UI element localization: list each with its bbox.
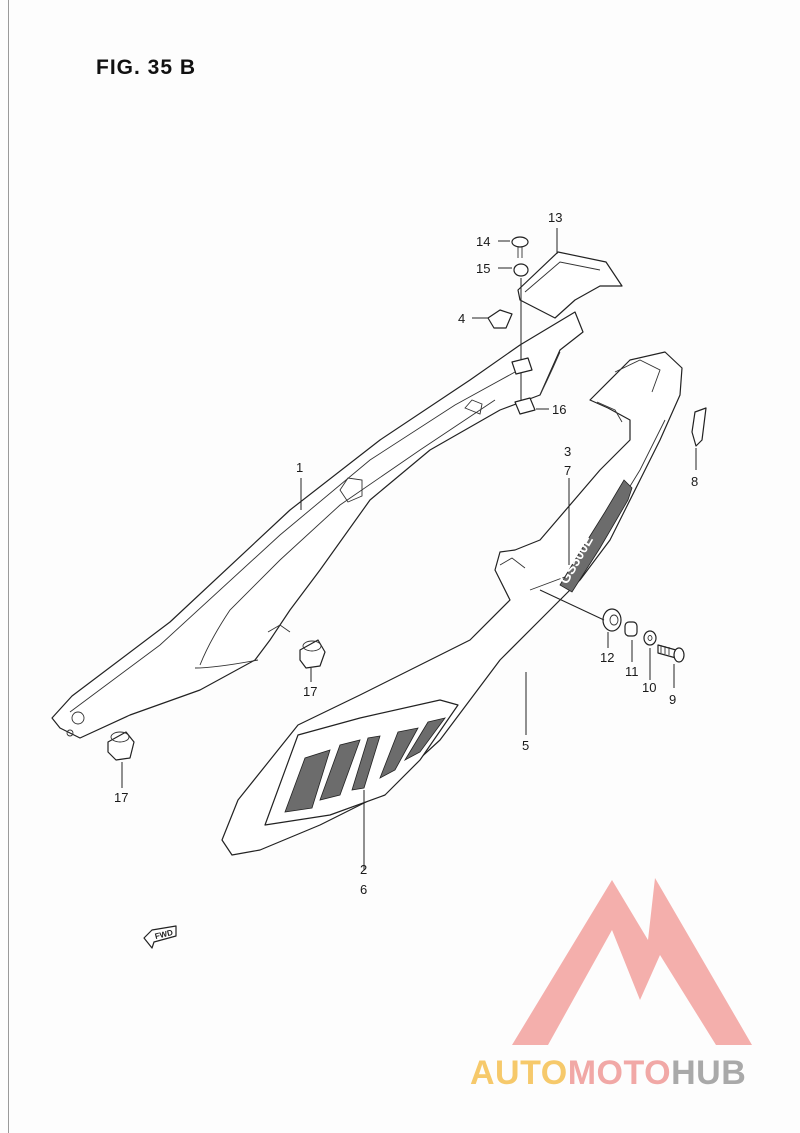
callout-10: 10 — [642, 680, 656, 695]
grommet-part-15 — [513, 263, 529, 410]
callout-5: 5 — [522, 738, 529, 753]
washer-part-10 — [643, 630, 657, 646]
callout-8: 8 — [691, 474, 698, 489]
bolt-part-9 — [657, 644, 685, 663]
callout-14: 14 — [476, 234, 490, 249]
screw-part-14 — [511, 236, 529, 258]
callout-2: 2 — [360, 862, 367, 877]
callout-17a: 17 — [303, 684, 317, 699]
callout-4: 4 — [458, 311, 465, 326]
callout-15: 15 — [476, 261, 490, 276]
watermark-part-auto: AUTO — [470, 1054, 568, 1092]
callout-labels: 1 2 6 3 7 4 5 8 9 10 11 12 13 14 15 16 1… — [114, 210, 698, 897]
bolt-axis-line — [539, 589, 605, 621]
callout-6: 6 — [360, 882, 367, 897]
clip-part-4 — [487, 309, 513, 329]
fwd-label: FWD — [154, 928, 174, 941]
fwd-arrow-icon: FWD — [143, 925, 177, 949]
watermark-part-moto: MOTO — [567, 1054, 672, 1092]
watermark-brand: AUTOMOTOHUB — [470, 1054, 746, 1093]
figure-title: FIG. 35 B — [96, 56, 197, 79]
page-edge-rule — [8, 0, 9, 1133]
clip-part-8 — [691, 407, 707, 447]
stripe-decal-part-2 — [264, 699, 459, 826]
callout-7: 7 — [564, 463, 571, 478]
nut-part-16 — [511, 357, 536, 415]
watermark-logo — [512, 878, 752, 1045]
frame-cover-part-1 — [51, 311, 584, 739]
leader-lines — [121, 228, 697, 870]
callout-1: 1 — [296, 460, 303, 475]
grommet-part-17b — [107, 731, 135, 761]
spacer-part-11 — [624, 621, 638, 637]
watermark-part-hub: HUB — [671, 1054, 747, 1092]
grommet-part-17a — [299, 639, 326, 669]
callout-16: 16 — [552, 402, 566, 417]
callout-3: 3 — [564, 444, 571, 459]
callout-12: 12 — [600, 650, 614, 665]
bracket-part-13 — [517, 251, 623, 319]
callout-13: 13 — [548, 210, 562, 225]
callout-11: 11 — [625, 664, 639, 679]
callout-9: 9 — [669, 692, 676, 707]
callout-17b: 17 — [114, 790, 128, 805]
cushion-part-12 — [602, 608, 622, 632]
